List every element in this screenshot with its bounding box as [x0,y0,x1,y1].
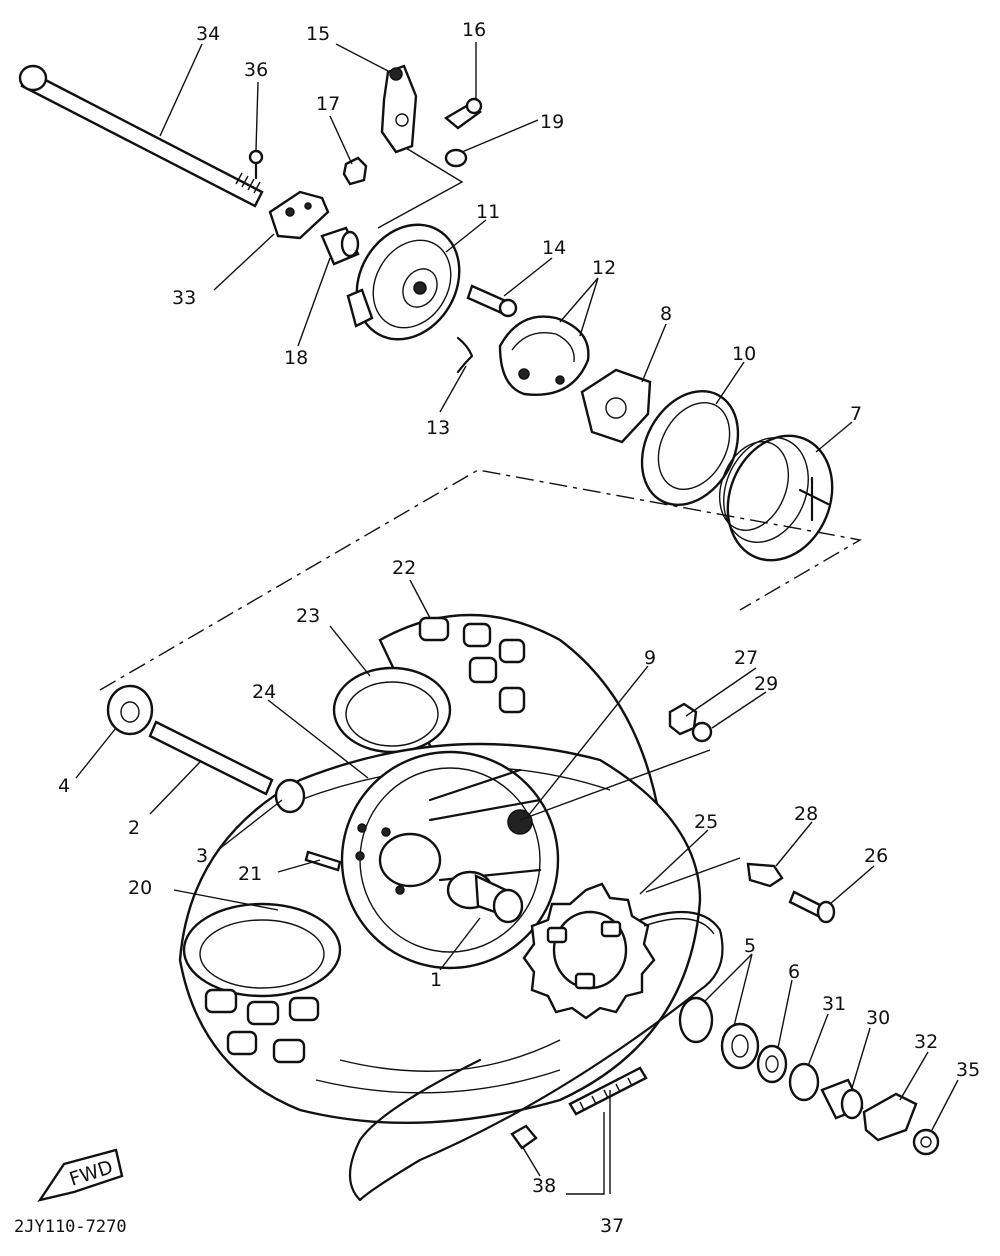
sprocket [522,882,656,1020]
drive-chain [349,910,724,1202]
dust-plate [580,368,652,444]
callout-22: 22 [392,557,416,579]
callout-19: 19 [540,111,564,133]
callout-2: 2 [128,817,140,839]
brake-drum [640,389,740,507]
callout-24: 24 [252,681,276,703]
callout-29: 29 [754,673,778,695]
brake-washer [444,148,468,168]
lock-washer [746,862,784,888]
callout-18: 18 [284,347,308,369]
leader-nut [519,749,711,821]
collar-31 [788,1062,820,1102]
axle-shaft [18,64,264,208]
hub-nut [507,809,533,835]
callout-32: 32 [914,1031,938,1053]
tire-lower [182,902,342,1064]
callout-11: 11 [476,201,500,223]
callout-20: 20 [128,877,152,899]
collar-30 [820,1078,864,1120]
callout-31: 31 [822,993,846,1015]
fwd-arrow: FWD [37,1148,124,1202]
collar [320,226,360,266]
cotter-pin [248,149,264,180]
bearing-right [678,996,714,1044]
callout-13: 13 [426,417,450,439]
callout-9: 9 [644,647,656,669]
oil-seal [720,1022,760,1070]
leader-lines [75,42,959,1195]
callout-30: 30 [866,1007,890,1029]
callout-16: 16 [462,19,486,41]
brake-shoes [498,315,590,396]
hub-drum [718,434,834,562]
callout-15: 15 [306,23,330,45]
callout-3: 3 [196,845,208,867]
callout-5: 5 [744,935,756,957]
sprocket-bolt [788,890,836,924]
chain-link [568,1066,648,1116]
brake-lever [380,64,418,154]
callout-38: 38 [532,1175,556,1197]
shoe-spring [456,336,474,374]
callout-7: 7 [850,403,862,425]
callout-37: 37 [600,1215,624,1237]
shoe-pin [466,284,518,318]
chain-clip [510,1124,538,1150]
callout-27: 27 [734,647,758,669]
wheel-hub [340,750,560,970]
diagram-code: 2JY110-7270 [14,1217,127,1237]
callout-23: 23 [296,605,320,627]
leader-sprocket [645,857,741,893]
callout-12: 12 [592,257,616,279]
rim-bolt [304,850,342,872]
nut-35 [912,1128,940,1156]
brake-nut [342,156,368,186]
callout-34: 34 [196,23,220,45]
callout-33: 33 [172,287,196,309]
seal-3 [274,778,306,814]
hub-spacer [446,870,524,924]
bearing-left [106,684,154,736]
callout-14: 14 [542,237,566,259]
spacer-6 [756,1044,788,1084]
nut-27 [668,702,698,736]
group-outline [99,469,862,691]
callout-26: 26 [864,845,888,867]
chain-inner [643,917,715,935]
washer-29 [691,721,713,743]
callout-4: 4 [58,775,70,797]
spacer-tube [148,720,274,796]
callout-36: 36 [244,59,268,81]
callout-17: 17 [316,93,340,115]
adjuster-32 [862,1092,918,1142]
axle-plate [268,190,330,240]
leader-brake [377,147,464,229]
callout-25: 25 [694,811,718,833]
brake-panel [346,223,461,341]
callout-35: 35 [956,1059,980,1081]
brake-bolt [443,97,483,130]
callout-1: 1 [430,969,442,991]
callout-28: 28 [794,803,818,825]
callout-labels: 34 36 15 16 17 19 11 14 12 33 18 8 10 13… [58,19,980,1237]
callout-8: 8 [660,303,672,325]
callout-21: 21 [238,863,262,885]
callout-10: 10 [732,343,756,365]
callout-6: 6 [788,961,800,983]
